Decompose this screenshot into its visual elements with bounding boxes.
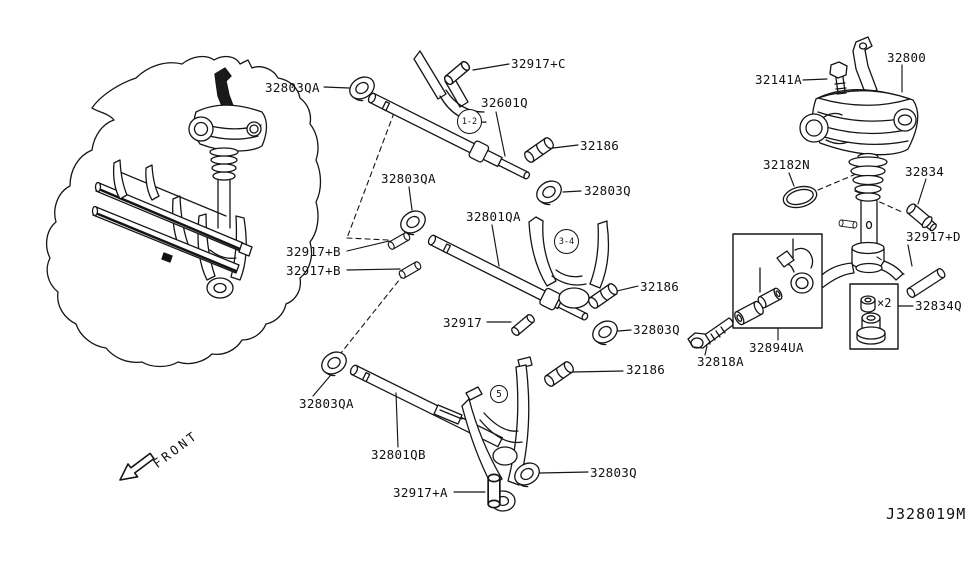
gear-callout-5: 5 (490, 385, 508, 403)
part-label-32186-upper: 32186 (580, 138, 620, 153)
part-label-32917b-1: 32917+B (286, 244, 341, 259)
part-label-32800: 32800 (887, 50, 927, 65)
front-arrow (119, 452, 155, 481)
part-label-32894ua: 32894UA (749, 340, 804, 355)
case-internal-shift-assembly (91, 67, 268, 299)
part-label-32917c: 32917+C (511, 56, 566, 71)
kit-box-32894ua (732, 233, 823, 329)
part-label-32803q-upper: 32803Q (584, 183, 631, 198)
part-label-32917a: 32917+A (393, 485, 448, 500)
part-label-32917: 32917 (443, 315, 483, 330)
o-ring-32182n-icon (782, 185, 818, 209)
part-label-32141a: 32141A (755, 72, 802, 87)
part-label-32834q: 32834Q (915, 298, 962, 313)
transmission-case-outline (45, 55, 322, 368)
leader-lines (312, 63, 927, 493)
gear-callout-3-4: 3-4 (554, 229, 579, 254)
switch-32834-icon (906, 203, 938, 233)
part-label-32803qa-top: 32803QA (265, 80, 320, 95)
bottom-fork-rod-assembly (349, 356, 533, 512)
part-label-32917b-2: 32917+B (286, 263, 341, 278)
part-label-32803q-mid: 32803Q (633, 322, 680, 337)
diagram-code: J328019M (886, 505, 967, 523)
part-label-32803q-low: 32803Q (590, 465, 637, 480)
kit-box-32834q (849, 283, 899, 350)
part-label-32601q: 32601Q (481, 95, 528, 110)
part-label-32801qb: 32801QB (371, 447, 426, 462)
part-label-32186-mid: 32186 (640, 279, 680, 294)
shift-control-assembly (799, 36, 919, 291)
gear-callout-1-2: 1-2 (457, 109, 482, 134)
part-label-32834: 32834 (905, 164, 945, 179)
part-label-32182n: 32182N (763, 157, 810, 172)
part-label-32186-low: 32186 (626, 362, 666, 377)
part-label-32818a: 32818A (697, 354, 744, 369)
part-label-32803qa-mid: 32803QA (381, 171, 436, 186)
bolt-32818a-icon (687, 317, 734, 349)
part-label-32801qa: 32801QA (466, 209, 521, 224)
pin-32917d-icon (906, 268, 946, 298)
part-label-32803qa-low: 32803QA (299, 396, 354, 411)
top-fork-rod-assembly (367, 50, 531, 180)
quantity-x2-note: ×2 (877, 296, 892, 310)
middle-fork-rod-assembly (427, 216, 610, 321)
part-label-32917d: 32917+D (906, 229, 961, 244)
